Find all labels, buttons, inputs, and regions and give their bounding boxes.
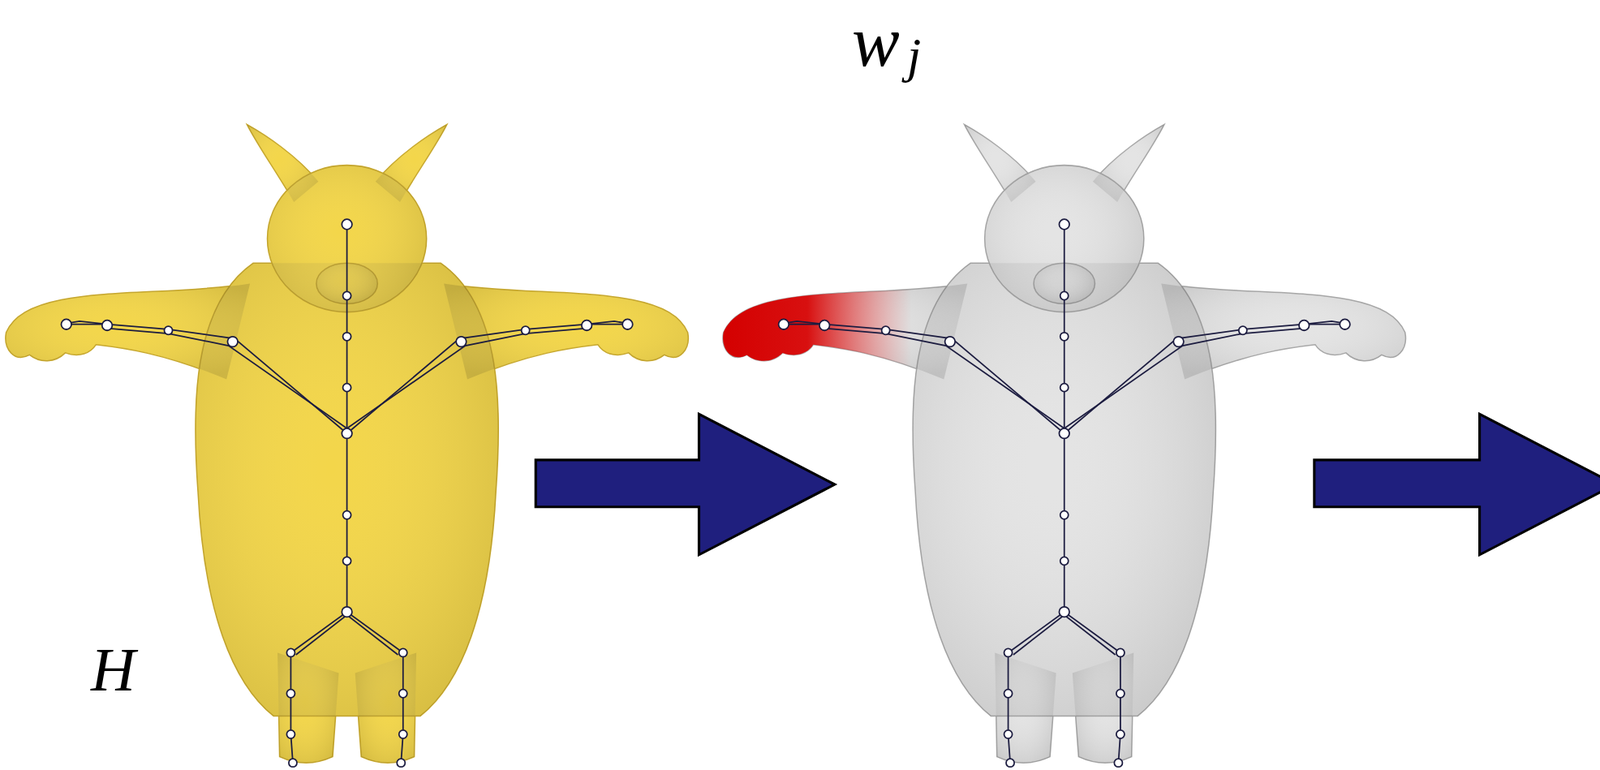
weight-symbol: w (851, 6, 900, 78)
weight-subscript: j (907, 30, 921, 81)
bunny-weights (722, 124, 1406, 767)
mesh-symbol: H (90, 638, 136, 701)
flow-arrow (1314, 413, 1600, 555)
flow-arrow (535, 413, 835, 555)
bunny-mesh (5, 124, 689, 767)
